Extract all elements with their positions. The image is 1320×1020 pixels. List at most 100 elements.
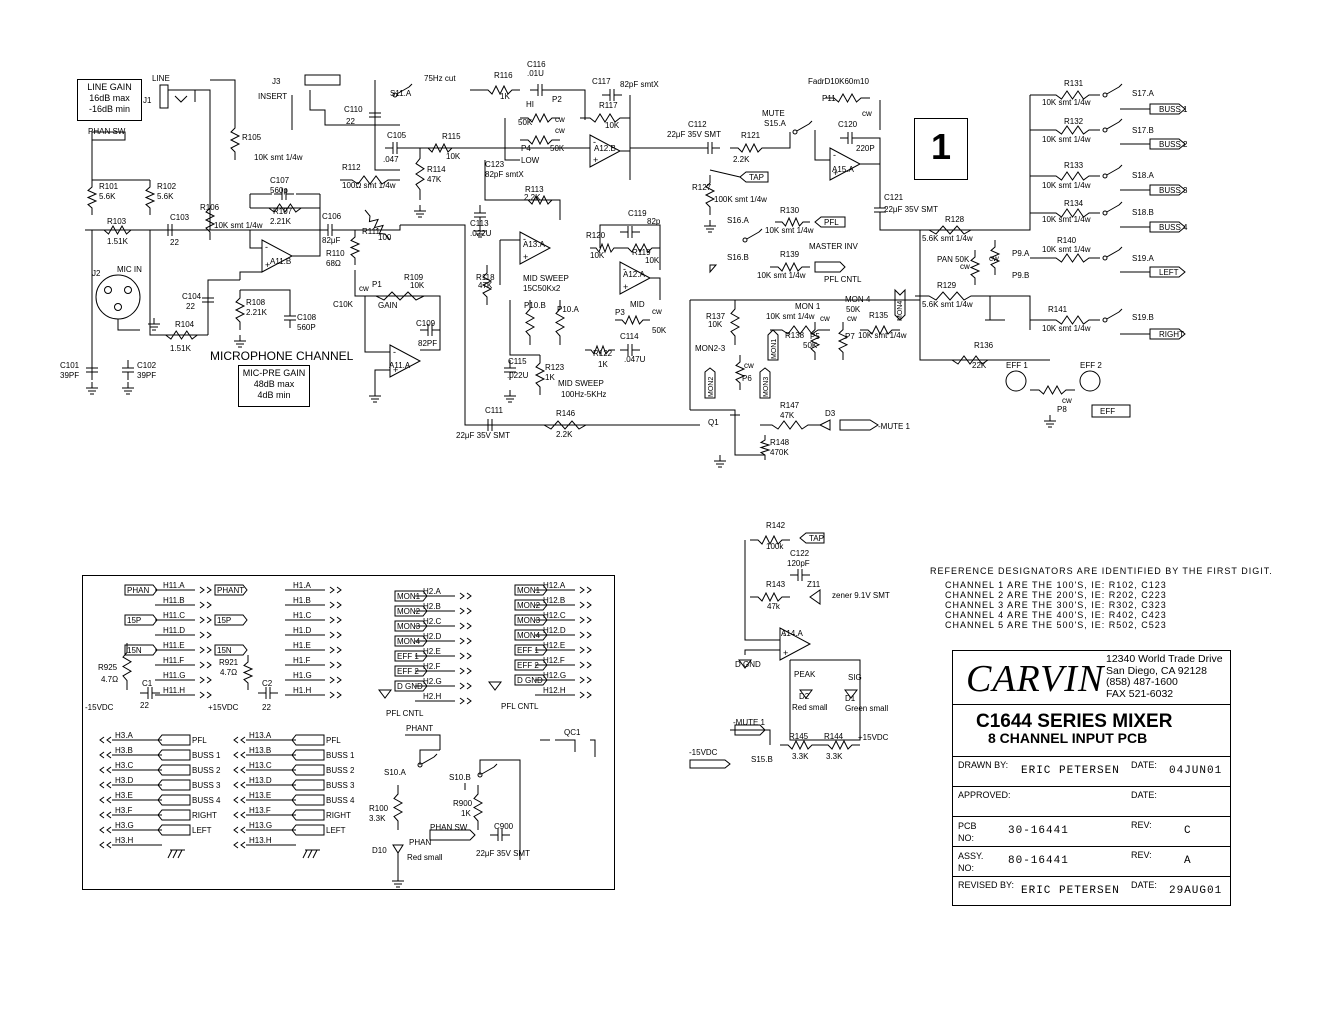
mon2-flag [704, 367, 716, 399]
h13-pin-arrows [233, 811, 246, 819]
component-label: 100 [378, 233, 392, 242]
h11-pin-arrows [199, 616, 212, 624]
component-label: 15C50Kx2 [523, 284, 561, 293]
mon1-label: MON1 [771, 339, 778, 359]
mic-pre-gain-box: MIC-PRE GAIN 48dB max 4dB min [238, 365, 310, 407]
mic-pre-gain-max: 48dB max [253, 379, 295, 389]
capacitor-c114 [620, 344, 640, 356]
switch-s15a [794, 120, 813, 133]
component-label: R123 [545, 363, 565, 372]
address-line: FAX 521-6032 [1106, 687, 1174, 700]
capacitor-c117 [602, 89, 622, 101]
h13-net-flag [291, 734, 325, 746]
ground-symbol [504, 390, 516, 403]
component-label: 10K smt 1/4w [1042, 98, 1091, 107]
switch-contact [1102, 173, 1108, 179]
h1-pin-arrows [329, 661, 342, 669]
h2-pin-arrows [459, 592, 472, 600]
tap-wire [709, 169, 741, 178]
component-label: cw [1062, 396, 1072, 405]
h11-net-flag [124, 644, 158, 656]
line-gain-box: LINE GAIN 16dB max -16dB min [77, 79, 142, 121]
component-label: C106 [322, 212, 342, 221]
h3-net-flag [157, 749, 191, 761]
mon4-flag [894, 288, 906, 321]
phantom-label: D10 [372, 846, 387, 855]
phantom-label: S10.B [449, 773, 471, 782]
component-label: .01U [527, 69, 544, 78]
component-label: 120pF [787, 559, 810, 568]
component-label: J3 [272, 77, 281, 86]
resistor-r135 [860, 324, 900, 336]
h2-pin-arrows [459, 637, 472, 645]
component-label: P2 [552, 95, 562, 104]
component-label: 10K smt 1/4w [1042, 245, 1091, 254]
h3-pin-label: H3.D [115, 776, 133, 785]
h1-note: 4.7Ω [220, 668, 237, 677]
component-label: zener 9.1V SMT [832, 591, 890, 600]
switch-contact [742, 237, 748, 243]
microphone-channel-title: MICROPHONE CHANNEL [210, 349, 354, 363]
component-label: R114 [427, 165, 446, 174]
component-label: 39PF [137, 371, 156, 380]
opamp-a14a [779, 627, 812, 661]
opamp-pin: + [623, 282, 628, 292]
h2-pin-arrows [459, 697, 472, 705]
resistor-p4 [520, 134, 560, 146]
component-label: 1K [598, 360, 608, 369]
component-label: 50K [846, 305, 861, 314]
h2-net-label: EFF 2 [397, 667, 419, 676]
component-label: 1.51K [107, 237, 129, 246]
component-label: R112 [342, 163, 361, 172]
component-label: 47K [478, 281, 493, 290]
resistor-r121 [730, 142, 770, 154]
component-label: R118 [476, 273, 495, 282]
component-label: C103 [170, 213, 190, 222]
opamp-pin: + [523, 252, 528, 262]
h12-net-flag [514, 599, 548, 611]
h13-pin-arrows [233, 826, 246, 834]
component-label: C109 [416, 319, 436, 328]
h11-pin-arrows [199, 646, 212, 654]
h2-net-label: D GND [397, 682, 423, 691]
mute-wire [770, 132, 791, 149]
pcb-number: 30-16441 [1008, 825, 1069, 837]
digital-ground-symbol [378, 689, 392, 699]
h2-pin-arrows [459, 682, 472, 690]
eff-box [1091, 404, 1131, 418]
component-label: R129 [937, 281, 957, 290]
switch-contact [1102, 255, 1108, 261]
h11-pin-label: H11.G [163, 671, 186, 680]
phantom-label: C900 [494, 822, 514, 831]
h12-pin-arrows [579, 586, 592, 594]
ground-symbol [414, 205, 426, 218]
resistor-r112 [340, 175, 400, 185]
component-label: R148 [770, 438, 790, 447]
component-label: 10K smt 1/4w [214, 221, 263, 230]
h2-net-flag [394, 635, 428, 647]
resistor-p10b [524, 300, 536, 345]
xlr-pin [124, 286, 132, 294]
component-label: Q1 [708, 418, 719, 427]
resistor-r103 [95, 224, 140, 236]
h11-net-flag [124, 584, 158, 596]
rev-label: REV: [1131, 820, 1152, 830]
insert-jack-j3 [304, 74, 341, 86]
opamp-pin: + [593, 155, 598, 165]
h3-pin-arrows [99, 751, 112, 759]
right-flag-label: RIGHT [1159, 330, 1184, 339]
component-label: .047U [624, 355, 646, 364]
component-label: R146 [556, 409, 576, 418]
component-label: C112 [688, 120, 707, 129]
h13-net-label: LEFT [326, 826, 346, 835]
h13-pin-arrows [233, 751, 246, 759]
c107-wires [249, 193, 321, 208]
component-label: MID SWEEP [523, 274, 569, 283]
h11-pin-label: H11.A [163, 581, 185, 590]
h1-note: R921 [219, 658, 239, 667]
h13-net-flag [291, 794, 325, 806]
h13-net-label: BUSS 3 [326, 781, 355, 790]
resistor-r139 [770, 261, 810, 273]
component-label: C108 [297, 313, 317, 322]
opamp-pin: - [523, 234, 526, 244]
